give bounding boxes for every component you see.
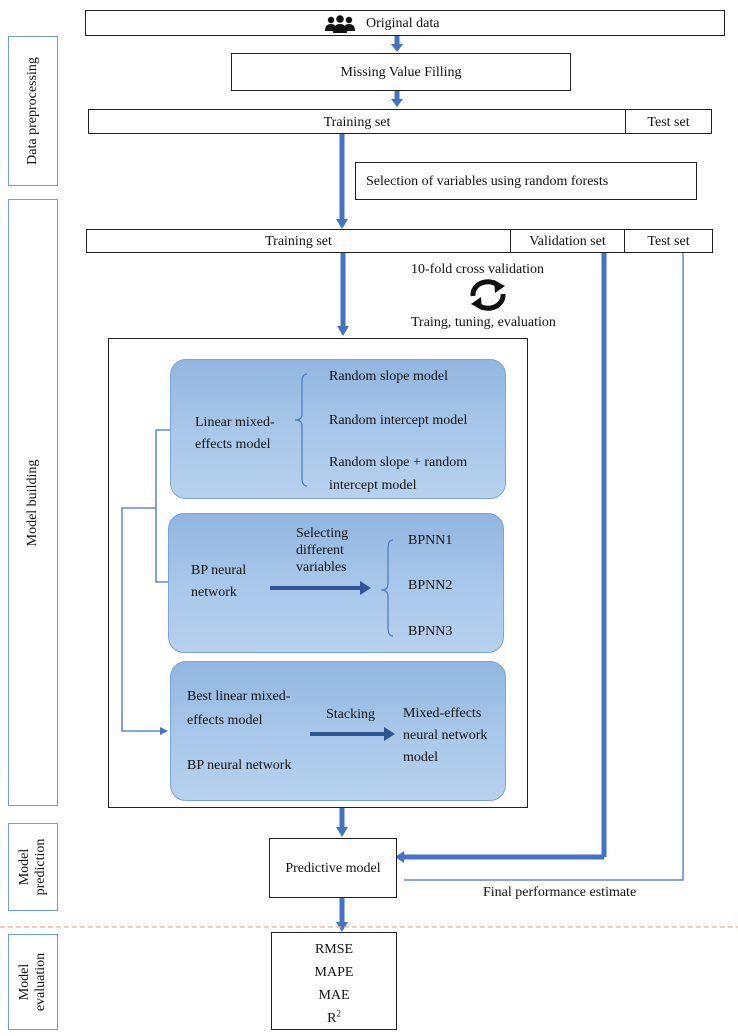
original-data-box: Original data xyxy=(85,10,725,36)
bp-output-bpnn3: BPNN3 xyxy=(408,624,453,639)
metric-r2: R2 xyxy=(272,1008,396,1027)
refresh-cycle-icon xyxy=(470,279,506,311)
lmm-label-line2: effects model xyxy=(195,437,271,452)
validation-set-label: Validation set xyxy=(529,234,606,249)
predictive-model-label: Predictive model xyxy=(285,861,381,876)
test-set-box-2: Test set xyxy=(624,229,713,253)
stacking-arrow-overlay xyxy=(310,727,395,741)
training-set-label-2: Training set xyxy=(265,234,332,249)
stage-evaluation-line2: evaluation xyxy=(33,952,48,1012)
stage-prediction-line1: Model xyxy=(17,848,32,886)
training-set-box-2: Training set xyxy=(86,229,511,253)
lmm-option-slope-intercept: Random slope + random xyxy=(329,455,468,470)
metric-r2-base: R xyxy=(327,1011,337,1026)
arrowhead xyxy=(395,851,404,863)
stack-output-line2: neural network xyxy=(403,728,488,743)
arrowhead xyxy=(391,99,403,107)
stacking-panel: Best linear mixed- effects model BP neur… xyxy=(170,661,506,801)
metrics-box: RMSE MAPE MAE R2 xyxy=(271,932,397,1030)
predictive-model-box: Predictive model xyxy=(269,838,397,898)
arrowhead xyxy=(336,219,348,229)
lmm-option-random-slope: Random slope model xyxy=(329,369,448,384)
stage-model-building: Model building xyxy=(8,199,58,806)
metric-mape: MAPE xyxy=(314,965,354,980)
variable-selection-box: Selection of variables using random fore… xyxy=(355,162,697,200)
bp-arrow-line1: Selecting xyxy=(296,526,349,541)
bp-output-bpnn2: BPNN2 xyxy=(408,578,453,593)
metric-r2-exponent: 2 xyxy=(336,1008,341,1019)
stage-preprocessing-label: Data preprocessing xyxy=(25,57,40,165)
arrowhead xyxy=(336,827,348,837)
stack-output-line3: model xyxy=(403,750,438,765)
bp-arrow-line2: different xyxy=(296,543,344,558)
test-set-box-1: Test set xyxy=(625,109,712,134)
lmm-label-line1: Linear mixed- xyxy=(195,415,275,430)
cv-title: 10-fold cross validation xyxy=(411,262,544,277)
stack-output-line1: Mixed-effects xyxy=(403,706,482,721)
test-set-label-1: Test set xyxy=(647,115,690,130)
users-icon xyxy=(325,15,355,33)
arrowhead xyxy=(337,326,349,336)
training-set-label-1: Training set xyxy=(323,115,391,130)
stage-model-evaluation-label: Model evaluation xyxy=(17,953,49,1011)
final-performance-label: Final performance estimate xyxy=(483,885,637,900)
arrowhead xyxy=(391,44,403,52)
stack-input-bp: BP neural network xyxy=(187,758,292,773)
stage-evaluation-line1: Model xyxy=(17,963,32,1001)
bp-label-line2: network xyxy=(191,585,237,600)
stage-preprocessing: Data preprocessing xyxy=(8,36,58,186)
models-container xyxy=(108,338,528,808)
stage-prediction-line2: prediction xyxy=(33,838,48,896)
metric-rmse: RMSE xyxy=(314,942,354,957)
test-to-predictive-line xyxy=(404,252,684,881)
stack-arrow-label: Stacking xyxy=(326,707,375,722)
bp-arrow-line3: variables xyxy=(296,560,347,575)
test-set-label-2: Test set xyxy=(647,234,690,249)
arrowhead xyxy=(336,922,348,932)
original-data-label: Original data xyxy=(366,16,440,31)
lmm-option-random-intercept: Random intercept model xyxy=(329,413,468,428)
bp-output-bpnn1: BPNN1 xyxy=(408,533,453,548)
cv-subtitle: Traing, tuning, evaluation xyxy=(411,315,556,330)
stack-input-line2: effects model xyxy=(187,713,263,728)
missing-value-label: Missing Value Filling xyxy=(340,65,462,80)
stage-model-prediction: Model prediction xyxy=(8,823,58,911)
bracket-to-stacking xyxy=(121,507,168,735)
stage-model-evaluation: Model evaluation xyxy=(8,934,58,1030)
stage-model-prediction-label: Model prediction xyxy=(17,839,49,896)
lmm-brace-overlay xyxy=(294,373,308,487)
training-set-box-1: Training set xyxy=(88,109,626,134)
lmm-option-slope-intercept-2: intercept model xyxy=(329,478,417,493)
bp-arrows-overlay xyxy=(270,539,394,637)
bp-panel: BP neural network Selecting different va… xyxy=(168,513,504,653)
variable-selection-label: Selection of variables using random fore… xyxy=(366,174,609,189)
bp-label-line1: BP neural xyxy=(191,563,247,578)
validation-set-box: Validation set xyxy=(510,229,625,253)
stack-input-line1: Best linear mixed- xyxy=(187,689,291,704)
lmm-panel: Linear mixed- effects model Random slope… xyxy=(170,359,506,499)
missing-value-box: Missing Value Filling xyxy=(231,53,571,91)
lmm-bp-bracket xyxy=(155,429,172,583)
metric-mae: MAE xyxy=(318,988,350,1003)
stage-model-building-label: Model building xyxy=(25,459,40,546)
